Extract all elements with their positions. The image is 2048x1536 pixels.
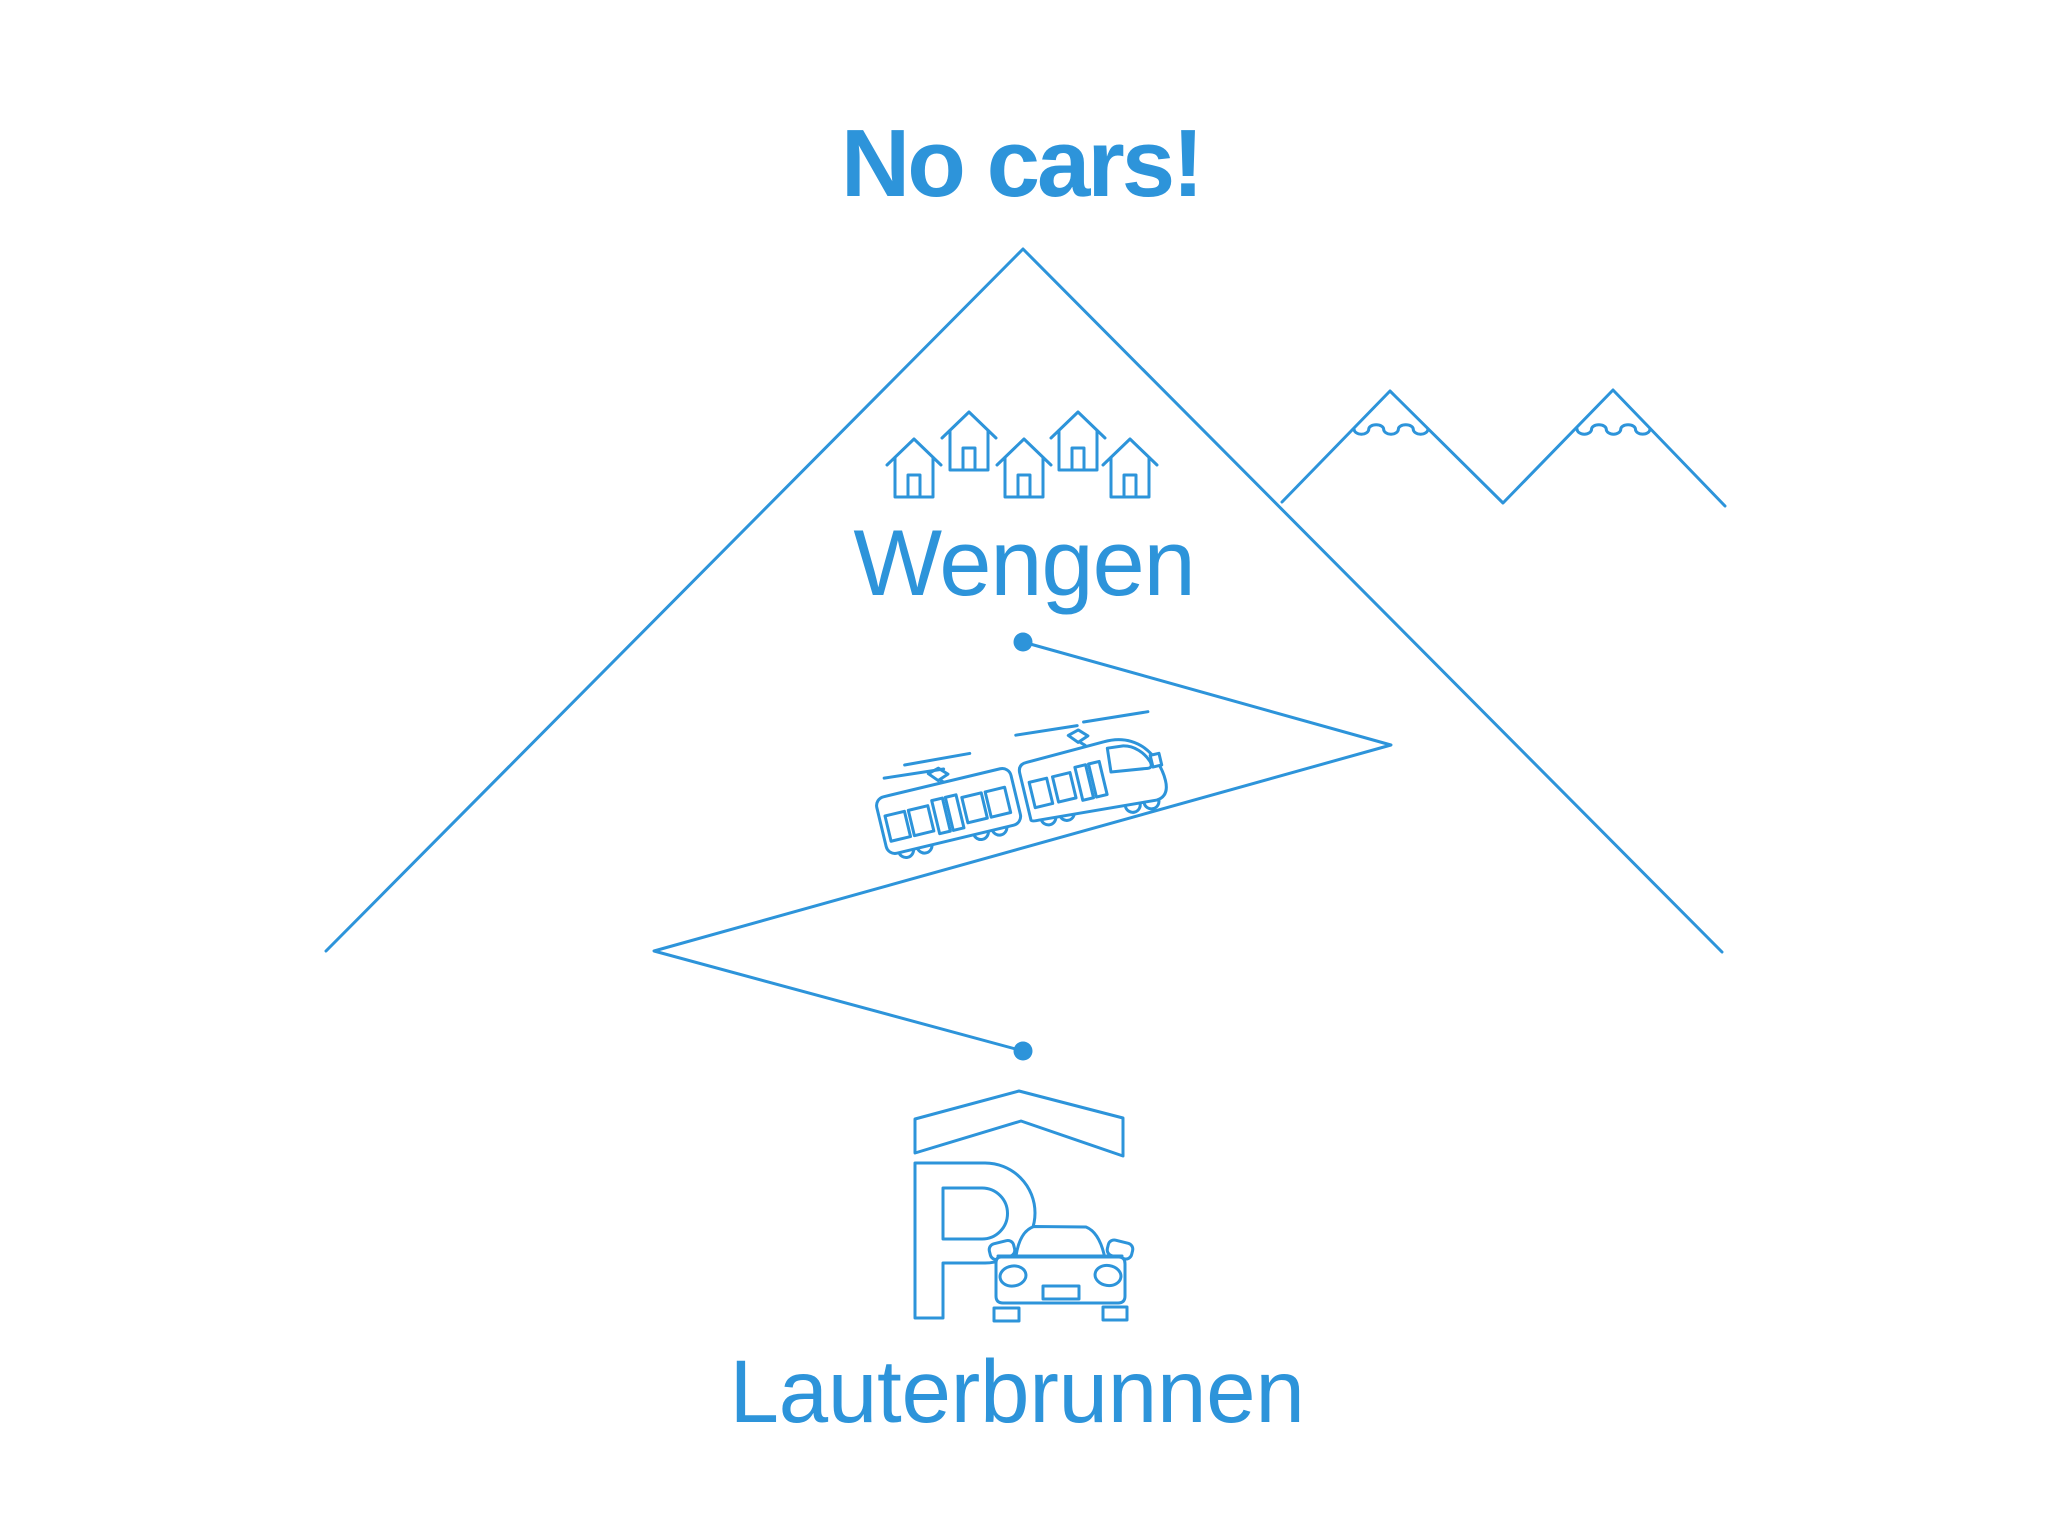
svg-text:Wengen: Wengen [853, 510, 1194, 615]
svg-text:No cars!: No cars! [841, 110, 1201, 217]
svg-text:Lauterbrunnen: Lauterbrunnen [729, 1341, 1304, 1441]
